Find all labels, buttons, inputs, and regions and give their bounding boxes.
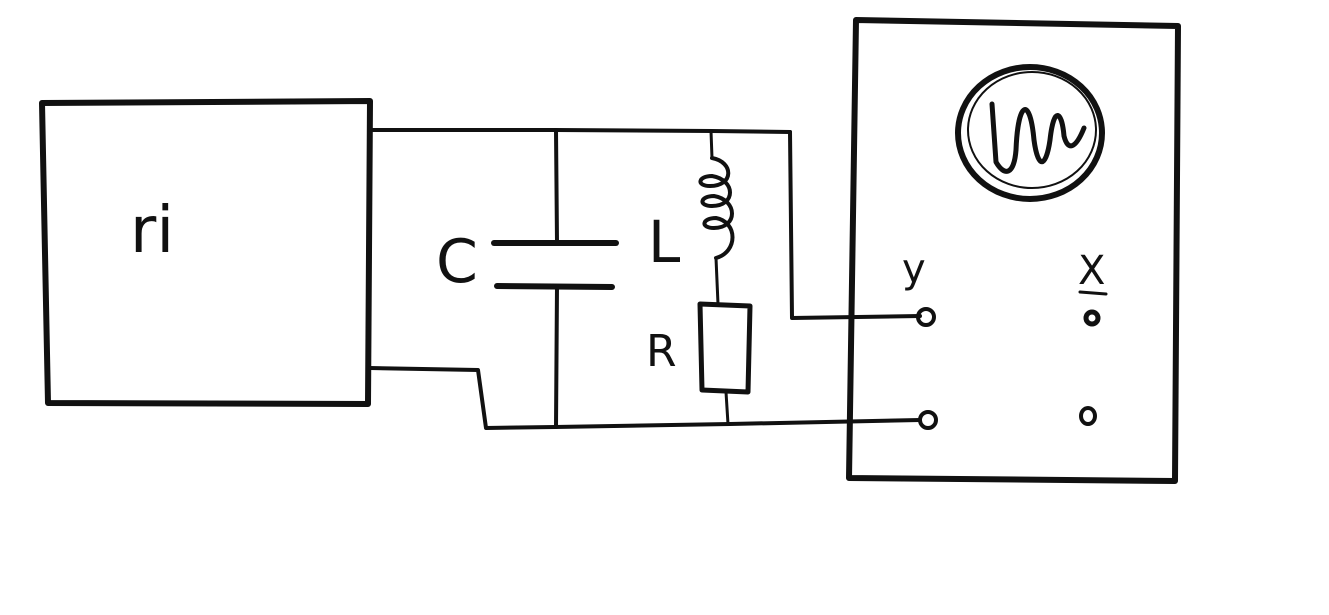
resistor-label: R — [646, 326, 677, 377]
terminal-y-label: y — [902, 246, 926, 292]
bottom-wire — [368, 366, 922, 430]
y-input-wire — [788, 130, 922, 320]
terminal-y-top — [916, 307, 936, 327]
oscilloscope-screen-bezel — [967, 71, 1097, 189]
capacitor-lead-top — [554, 128, 559, 245]
inductor-label: L — [648, 208, 680, 276]
top-wire — [368, 128, 792, 134]
waveform-trace — [989, 101, 1087, 174]
resistor: R — [646, 301, 753, 395]
oscilloscope: y X — [846, 17, 1181, 484]
inductor: L — [648, 156, 735, 276]
generator-box — [39, 98, 373, 407]
inductor-resistor-link — [714, 256, 720, 306]
terminal-y-bottom — [918, 410, 938, 430]
oscilloscope-screen — [955, 64, 1105, 202]
wires — [368, 128, 922, 430]
inductor-coil — [698, 156, 735, 260]
terminal-x-label: X — [1078, 248, 1105, 294]
capacitor-plate-bottom — [494, 283, 615, 290]
generator-label: ri — [130, 194, 174, 268]
terminal-x-top — [1083, 309, 1101, 327]
terminal-x-bottom — [1079, 406, 1097, 426]
inductor-lead-top — [709, 129, 714, 160]
capacitor: C — [436, 227, 619, 297]
resistor-lead-bottom — [724, 390, 730, 426]
generator: ri — [39, 98, 373, 407]
capacitor-label: C — [436, 227, 478, 297]
terminal-x-underline — [1078, 290, 1108, 296]
capacitor-lead-bottom — [554, 284, 559, 429]
resistor-body — [697, 301, 753, 395]
oscilloscope-box — [846, 17, 1181, 484]
